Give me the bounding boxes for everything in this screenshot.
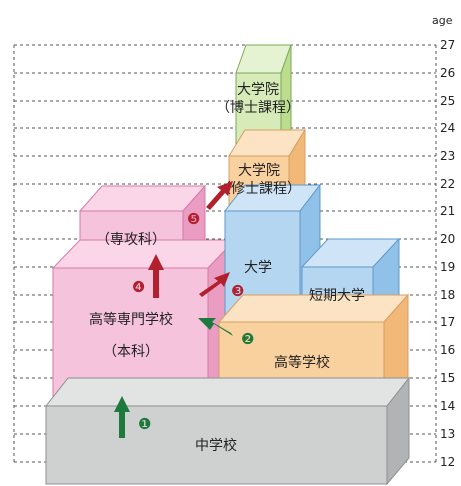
age-tick: 23 [440, 149, 455, 163]
age-tick: 13 [440, 427, 455, 441]
arrow-1-up [114, 396, 130, 438]
arrow-5-diagonal [206, 181, 233, 210]
age-tick: 25 [440, 94, 455, 108]
marker-3: ❸ [231, 282, 244, 300]
block-junior-high [44, 376, 411, 486]
label-university: 大学 [244, 260, 272, 276]
arrow-2-diagonal [198, 318, 233, 336]
block-front-face [45, 405, 388, 485]
sublabel-doctoral: （博士課程） [216, 99, 300, 116]
label-high-school: 高等学校 [274, 354, 330, 371]
label-junior-high: 中学校 [195, 437, 237, 454]
age-tick: 24 [440, 121, 455, 135]
label-masters: 大学院 [238, 163, 280, 179]
arrow-4-up [148, 254, 164, 298]
label-doctoral: 大学院 [237, 82, 279, 98]
age-tick: 21 [440, 204, 455, 218]
age-tick: 20 [440, 232, 455, 246]
age-tick: 17 [440, 315, 455, 329]
sublabel-technical-college: （本科） [103, 344, 159, 360]
age-tick: 16 [440, 343, 455, 357]
age-tick: 14 [440, 399, 455, 413]
marker-2: ❷ [241, 330, 254, 348]
age-tick-labels: 27 26 25 24 23 22 21 20 19 18 17 16 15 1… [440, 38, 455, 469]
marker-1: ❶ [138, 415, 151, 433]
age-tick: 26 [440, 66, 455, 80]
age-tick: 27 [440, 38, 455, 52]
arrow-3-diagonal [199, 272, 230, 297]
marker-5: ❺ [187, 210, 200, 228]
age-unit-label: age [432, 14, 453, 27]
label-advanced-course: （専攻科） [96, 232, 166, 248]
age-tick: 18 [440, 288, 455, 302]
label-technical-college: 高等専門学校 [89, 311, 173, 328]
age-tick: 12 [440, 455, 455, 469]
age-tick: 22 [440, 177, 455, 191]
age-tick: 19 [440, 260, 455, 274]
sublabel-masters: （修士課程） [217, 181, 301, 197]
age-tick: 15 [440, 371, 455, 385]
marker-4: ❹ [132, 278, 145, 296]
block-top-face [44, 377, 411, 407]
block-masters [228, 128, 306, 213]
label-junior-college: 短期大学 [309, 288, 365, 304]
